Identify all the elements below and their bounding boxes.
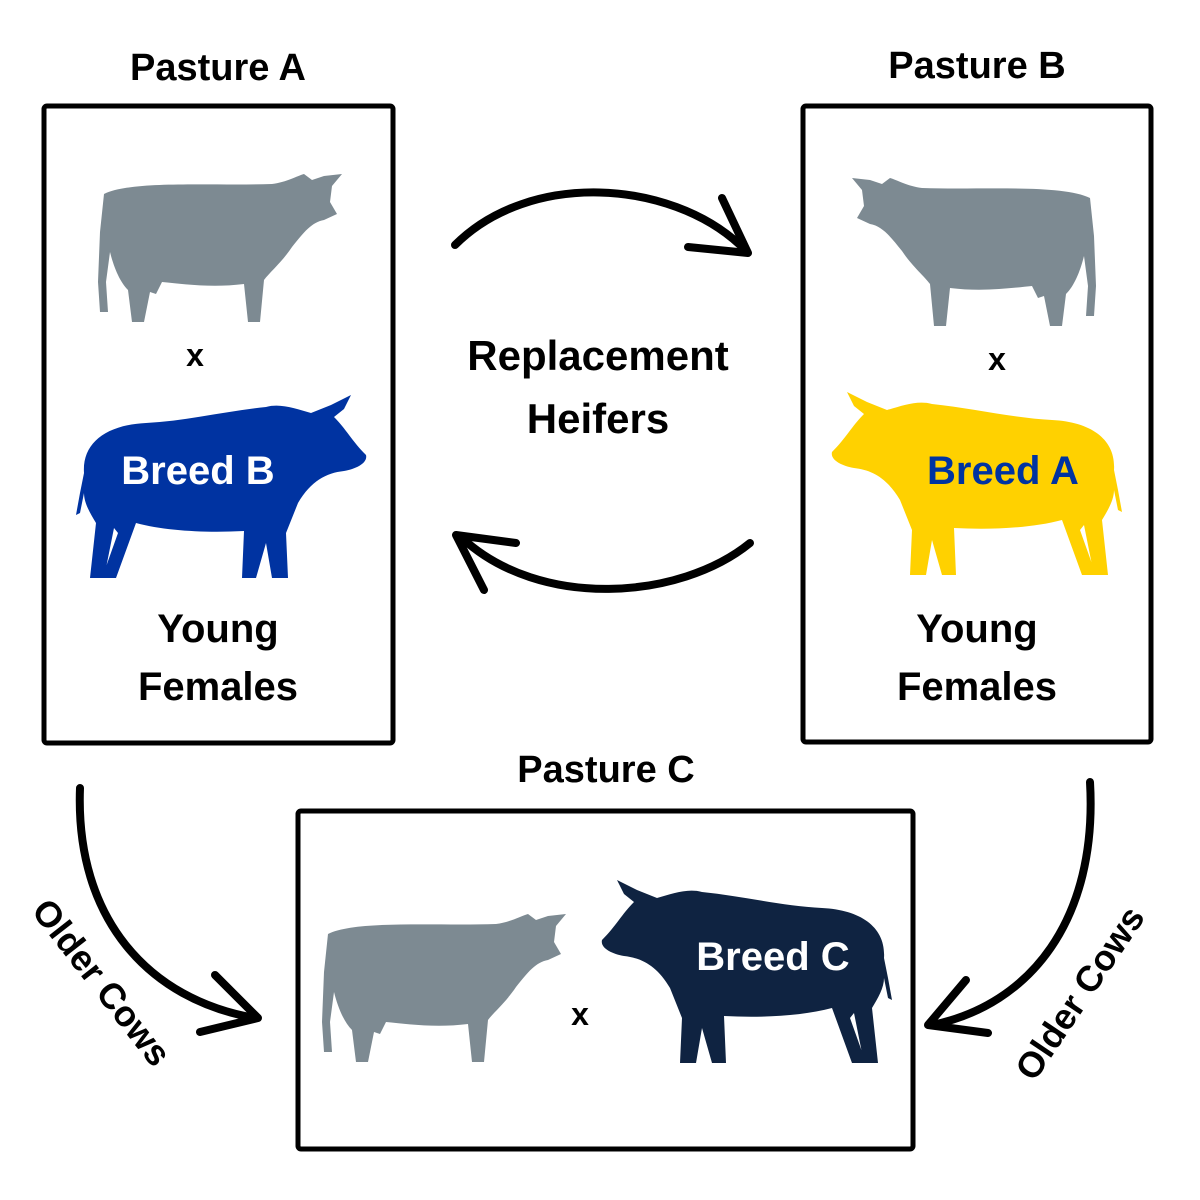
cross-symbol: x	[186, 337, 204, 373]
flow-label-line2: Heifers	[527, 395, 669, 442]
pasture-a-box	[41, 103, 396, 746]
pasture-b-box	[800, 103, 1154, 745]
older-cows-label-left: Older Cows	[24, 891, 179, 1074]
pasture-c-box	[295, 808, 916, 1152]
pasture-b-title: Pasture B	[888, 45, 1065, 87]
arrowhead-icon	[196, 971, 262, 1036]
cross-symbol: x	[571, 996, 589, 1032]
cow-icon	[852, 178, 1096, 326]
arrow-b-to-c	[928, 778, 1095, 1029]
cow-icon	[322, 914, 566, 1062]
pasture-a-title: Pasture A	[130, 47, 306, 89]
cross-symbol: x	[988, 341, 1006, 377]
flow-label-line1: Replacement	[467, 332, 728, 379]
arrowhead-icon	[684, 194, 752, 257]
arrowhead-icon	[452, 531, 520, 594]
pasture-c-title: Pasture C	[517, 749, 694, 791]
arrowhead-icon	[924, 976, 992, 1037]
group-label-line2: Females	[138, 665, 298, 709]
older-cows-label-right: Older Cows	[1007, 899, 1153, 1088]
bull-breed-label: Breed C	[696, 935, 849, 979]
arrow-a-to-b	[451, 188, 744, 249]
bull-breed-label: Breed B	[121, 449, 274, 493]
bull-breed-label: Breed A	[927, 449, 1079, 493]
arrow-a-to-c	[75, 784, 259, 1022]
arrow-b-to-a	[458, 534, 754, 593]
group-label-line1: Young	[916, 607, 1037, 651]
cow-icon	[98, 174, 342, 322]
group-label-line2: Females	[897, 665, 1057, 709]
group-label-line1: Young	[157, 607, 278, 651]
